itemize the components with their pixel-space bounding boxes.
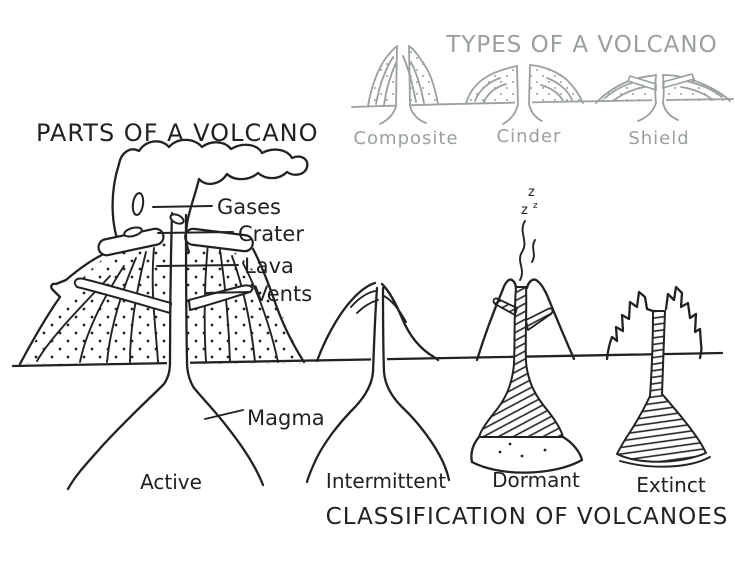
dormant-left-vent-branch [492, 297, 518, 316]
vents-label: Vents [254, 282, 312, 306]
lava-label: Lava [244, 254, 294, 278]
crater-label: Crater [238, 222, 304, 246]
vents-leader-line [205, 291, 251, 294]
dormant-right-vent-branch [525, 307, 554, 331]
pipe-ground-gap [167, 356, 190, 372]
dormant-label: Dormant [492, 468, 580, 492]
active-volcano-drawing [18, 138, 309, 491]
magma-label: Magma [247, 406, 325, 430]
intermittent-pipe-chamber-right [381, 286, 451, 482]
composite-right-flank-fill [409, 46, 438, 106]
parts-section-title: PARTS OF A VOLCANO [36, 119, 318, 147]
intermittent-pipe-chamber-left [305, 286, 379, 484]
composite-outline [367, 45, 439, 107]
left-vent-strip [73, 277, 172, 314]
shield-volcano-drawing [595, 73, 731, 122]
classification-section-title: CLASSIFICATION OF VOLCANOES [326, 504, 729, 530]
gas-puff-3 [123, 226, 143, 238]
extinct-volcano-drawing [605, 285, 711, 468]
gas-puff-2 [169, 213, 185, 225]
types-of-volcano-section: TYPES OF A VOLCANO Composite Cinder Shie… [351, 32, 734, 149]
sleep-z-1: z [528, 185, 535, 200]
shield-pipe [637, 74, 679, 122]
cinder-layer-lines [474, 77, 573, 103]
extinct-label: Extinct [636, 473, 706, 497]
intermittent-label: Intermittent [326, 469, 446, 493]
extinct-crag-right [664, 285, 703, 360]
cinder-pipe-gap [515, 98, 532, 110]
composite-left-flank-fill [368, 46, 397, 106]
dormant-volcano-drawing: z z z [470, 185, 584, 474]
composite-layer-lines [375, 55, 425, 106]
cinder-volcano-drawing [465, 64, 584, 125]
composite-label: Composite [353, 128, 458, 149]
dormant-smoke-wiggle [519, 220, 536, 281]
dormant-chamber-dots [498, 442, 547, 458]
parts-of-volcano-section: PARTS OF A VOLCANO [18, 119, 325, 491]
classification-section: z z z Active [140, 185, 729, 530]
cinder-left-dome-fill [466, 66, 517, 104]
extinct-crag-left [605, 290, 655, 361]
intermittent-volcano-drawing [305, 281, 451, 484]
smoke-plume [111, 138, 309, 254]
gas-puff-1 [131, 192, 145, 216]
active-label: Active [140, 470, 202, 494]
gases-label: Gases [217, 195, 281, 219]
intermittent-outline [315, 281, 440, 363]
cinder-label: Cinder [497, 126, 562, 147]
dormant-chamber-bowl [470, 435, 584, 474]
dormant-left-flank [475, 278, 518, 362]
composite-pipe [379, 45, 427, 125]
pipe-chamber-left [66, 211, 174, 491]
cinder-right-dome-fill [530, 65, 583, 104]
composite-volcano-drawing [367, 45, 439, 125]
dormant-right-flank [525, 278, 576, 361]
sleep-z-3: z [533, 201, 538, 211]
gases-leader-line [152, 205, 213, 208]
shield-layer-lines [604, 80, 723, 102]
left-flank-outline [18, 251, 108, 366]
magma-leader-line [204, 409, 244, 420]
shield-label: Shield [628, 128, 689, 149]
crater-leader-line [157, 231, 234, 234]
cinder-outline [465, 64, 584, 105]
composite-pipe-gap [395, 101, 411, 112]
extinct-pipe-chamber [616, 310, 707, 463]
part-labels: Gases Crater Lava Vents Magma [152, 195, 325, 430]
extinct-chamber-bottom-stroke [619, 456, 711, 468]
lava-leader-line [156, 264, 239, 267]
cinder-pipe [502, 64, 543, 125]
right-flank-outline [251, 247, 306, 364]
pipe-chamber-right [184, 213, 265, 487]
sleep-z-2: z [521, 203, 528, 218]
types-section-title: TYPES OF A VOLCANO [445, 32, 717, 58]
